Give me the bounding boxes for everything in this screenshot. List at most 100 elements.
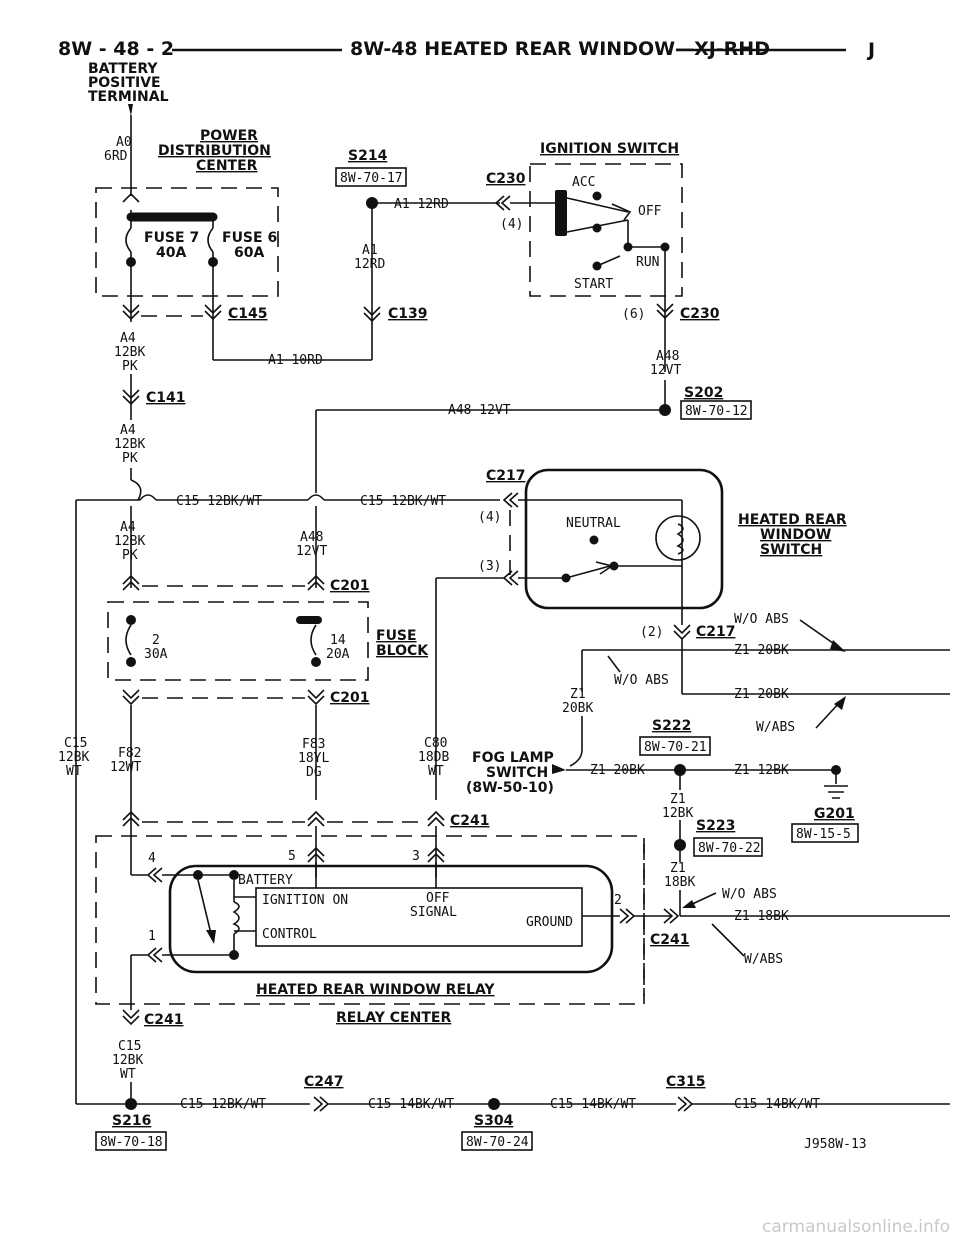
relay-control: CONTROL [262,927,317,942]
relay-battery-node-l [193,870,203,880]
c241-conn-top-r [427,810,445,827]
relay-module-box [255,887,583,947]
hrw-contact-blade [565,565,611,579]
g201-label: G201 [814,806,855,822]
wire-c15-label-1: C15 12BK/WT [176,494,262,509]
relay-contact-blade [197,879,213,939]
wire-a4-gauge-3: 12BK [114,534,145,549]
wire-z1-18bk-label: Z1 18BK [734,909,789,924]
pdc-title-1: POWER [200,128,258,144]
s214-dot [366,197,378,209]
wire-c80-color: WT [428,764,444,779]
c230-pin4: (4) [500,217,523,232]
relay-control-node [229,950,239,960]
relay-battery-label: BATTERY [238,873,293,888]
fuse2-icon [125,624,132,656]
wire-a4-label-3: A4 [120,520,136,535]
c230-label-2: C230 [680,306,720,322]
wire-a4-gauge: 12BK [114,345,145,360]
c217-pin2: (2) [640,625,663,640]
wire-z1-gauge-2: 12BK [662,806,693,821]
s216-ref-box [95,1131,167,1151]
c201-label-top: C201 [330,578,370,594]
wire-c15-bot-4-label: C15 14BK/WT [734,1097,820,1112]
fuse2-number: 2 [152,633,160,648]
relay-title: HEATED REAR WINDOW RELAY [256,982,495,998]
hrw-switch-title-2: WINDOW [760,527,831,543]
fog-title-3: (8W-50-10) [466,780,554,796]
w-abs-pointer-1-head [834,696,846,710]
wire-z1-label-3: Z1 [670,861,686,876]
hrw-switch-box [524,468,724,610]
pdc-box [95,187,279,297]
relay-pin2: 2 [614,893,622,908]
ign-node-acc [592,191,602,201]
g201-ref: 8W-15-5 [796,827,851,842]
ignition-box [529,163,683,297]
wire-f83-label: F83 [302,737,325,752]
relay-pin3-conn [427,846,445,863]
fog-title-1: FOG LAMP [472,750,554,766]
ign-off: OFF [638,204,662,219]
c230-label: C230 [486,171,526,187]
w-abs-label-1: W/ABS [756,720,795,735]
c201-label-bot: C201 [330,690,370,706]
g201-ref-box [791,823,859,843]
figure-code: J958W-13 [804,1137,867,1152]
battery-label-2: POSITIVE [88,75,161,91]
wire-a0-gauge: 6RD [104,149,128,164]
hrw-lamp-coil [676,523,684,555]
relay-center-title: RELAY CENTER [336,1010,451,1026]
relay-pin4-conn [131,867,163,883]
pdc-connector-top [122,192,140,203]
fb-node-l-bot [126,657,136,667]
c141-label: C141 [146,390,186,406]
wire-a4-hop [130,479,142,501]
c139-connector [363,306,381,323]
hrw-neutral-dot [589,535,599,545]
wire-a48-label-3: A48 [300,530,323,545]
s202-dot [659,404,671,416]
wire-c15-bot-3-label: C15 14BK/WT [550,1097,636,1112]
fuse6-label: FUSE 6 [222,230,277,246]
c217-pin4: (4) [478,510,501,525]
s223-dot [674,839,686,851]
wire-z1-12bk-label: Z1 12BK [734,763,789,778]
c201-conn-top-l [122,574,140,591]
watermark: carmanualsonline.info [762,1217,950,1237]
c247-connector [313,1096,330,1112]
wo-abs-pointer-1-head [830,640,846,652]
s304-label: S304 [474,1113,514,1129]
c241-conn-bot [122,1009,140,1026]
fb-node-l-top [126,615,136,625]
relay-coil-icon [232,901,240,935]
relay-pin3: 3 [412,849,420,864]
relay-ground: GROUND [526,915,573,930]
ign-off-arrow [611,203,632,221]
relay-off-2: SIGNAL [410,905,457,920]
relay-pin5: 5 [288,849,296,864]
wire-f82-label: F82 [118,746,141,761]
wo-abs-pointer-2 [607,655,621,673]
c230-chev [494,195,511,211]
c145-label: C145 [228,306,268,322]
wo-abs-pointer-3-head [682,900,696,908]
fuse7-icon [125,227,132,253]
fuse-block-title-2: BLOCK [376,643,429,659]
fuse-block-box [107,601,369,681]
wire-a1-10rd-label: A1 10RD [268,353,323,368]
relay-off-1: OFF [426,891,450,906]
ignition-title: IGNITION SWITCH [540,141,679,157]
relay-pin1: 1 [148,929,156,944]
page-number: 8W - 48 - 2 [58,38,174,60]
wire-c15-jump-1 [139,494,157,501]
wo-abs-label-2: W/O ABS [614,673,669,688]
c201-conn-top-r [307,574,325,591]
c230-conn-bottom [656,303,674,320]
page-title: 8W-48 HEATED REAR WINDOW—XJ-RHD [350,38,770,60]
c217-chev-bot [502,570,519,586]
c145-connector-right [204,304,222,321]
battery-label-1: BATTERY [88,61,158,77]
wire-c15-label-2: C15 12BK/WT [360,494,446,509]
s222-label: S222 [652,718,691,734]
